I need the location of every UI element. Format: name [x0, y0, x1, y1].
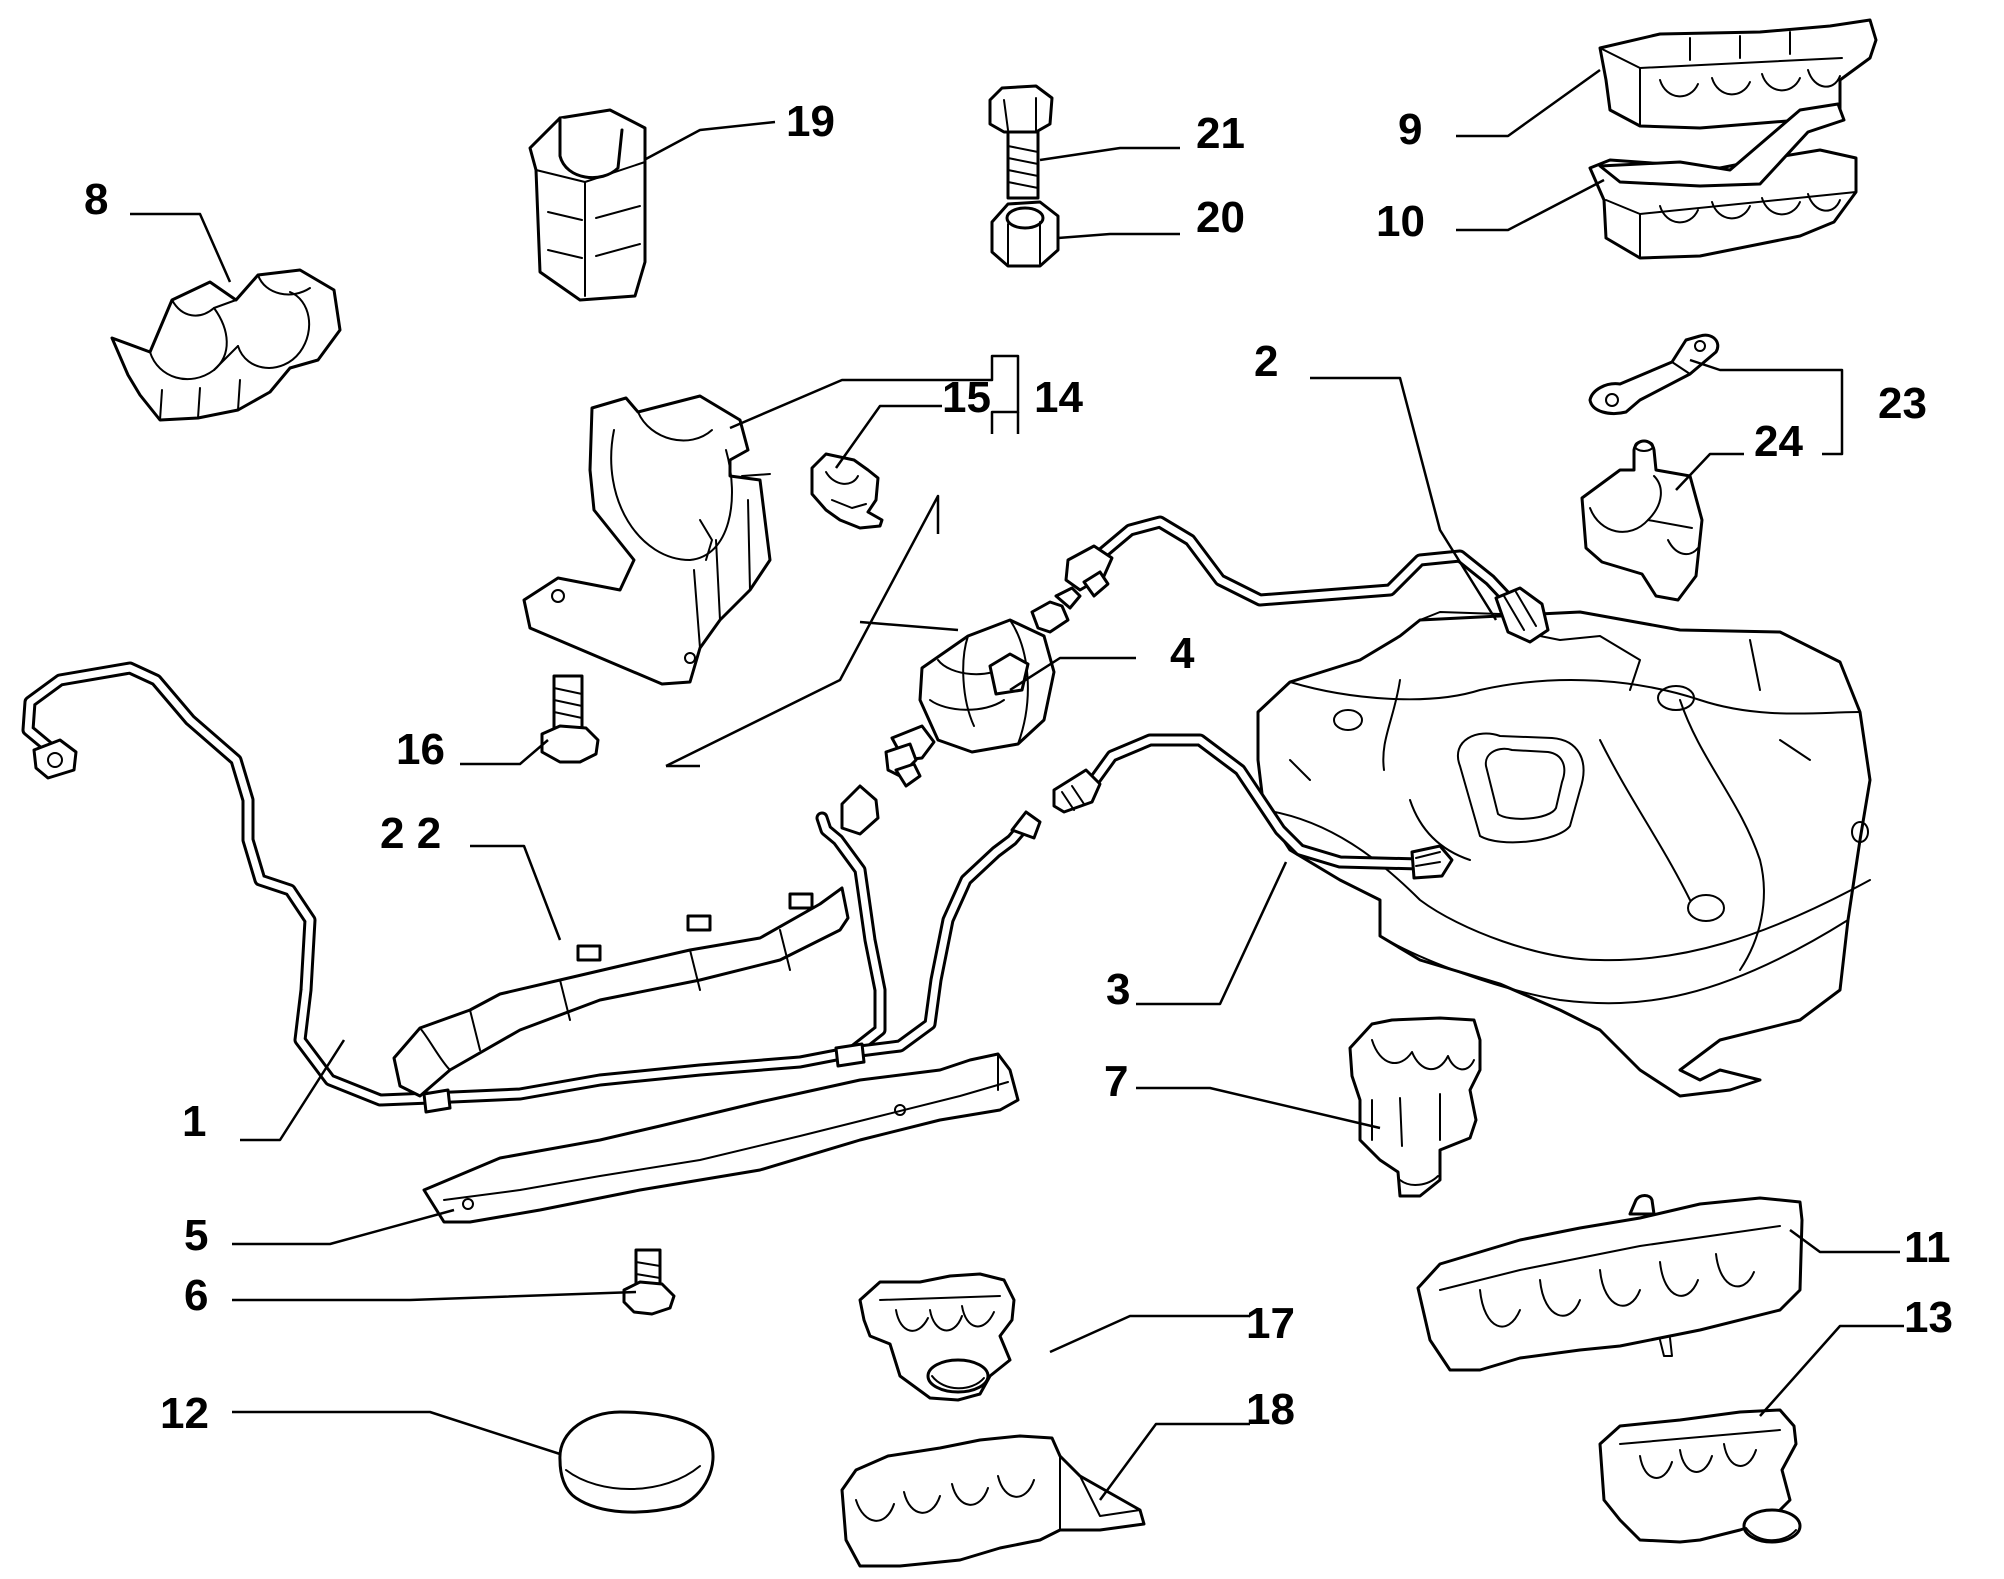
callout-22: 2 2 [380, 809, 441, 858]
part-20-nut [990, 200, 1060, 268]
callout-4: 4 [1170, 629, 1195, 678]
callout-5: 5 [184, 1211, 208, 1260]
part-7-pipe-holder [1348, 1016, 1482, 1198]
part-21-bolt [988, 84, 1054, 200]
part-22-heat-shield [392, 886, 850, 1098]
part-5-lower-shield [422, 1052, 1020, 1224]
callout-labels: 1 2 3 4 5 6 7 8 9 10 11 12 13 14 15 16 1… [84, 97, 1953, 1438]
part-4-fuel-filter [884, 586, 1082, 788]
callout-23: 23 [1878, 379, 1927, 428]
callout-20: 20 [1196, 193, 1245, 242]
part-12-plug [558, 1410, 715, 1514]
part-6-screw [622, 1248, 676, 1316]
callout-11: 11 [1904, 1223, 1951, 1272]
callout-24: 24 [1754, 417, 1803, 466]
part-1-main-pipe [21, 661, 1042, 1114]
callout-2: 2 [1254, 337, 1278, 386]
callout-12: 12 [160, 1389, 209, 1438]
callout-19: 19 [786, 97, 835, 146]
callout-3: 3 [1106, 965, 1130, 1014]
part-23-pipe-strap [1588, 333, 1720, 415]
part-16-screw [540, 674, 600, 764]
callout-8: 8 [84, 175, 108, 224]
part-17-clip-knob [858, 1272, 1016, 1402]
callout-15: 15 [942, 373, 991, 422]
part-13-small-multi-clip [1598, 1408, 1802, 1544]
callout-7: 7 [1104, 1057, 1128, 1106]
part-15-small-clip [810, 452, 884, 530]
callout-16: 16 [396, 725, 445, 774]
callout-9: 9 [1398, 105, 1422, 154]
callout-1: 1 [182, 1097, 206, 1146]
part-8-twin-clip [110, 268, 342, 422]
part-10-multi-clip-bar [1588, 102, 1858, 260]
part-9-multi-clip [1598, 18, 1878, 130]
callout-21: 21 [1196, 109, 1245, 158]
leader-lines [130, 68, 1904, 1501]
part-2-fuel-pipe [1064, 515, 1550, 644]
callout-13: 13 [1904, 1293, 1953, 1342]
callout-6: 6 [184, 1271, 208, 1320]
callout-18: 18 [1246, 1385, 1295, 1434]
callout-17: 17 [1246, 1299, 1295, 1348]
part-11-large-multi-clip [1416, 1194, 1804, 1372]
callout-14: 14 [1034, 373, 1083, 422]
callout-10: 10 [1376, 197, 1425, 246]
part-19-bracket [528, 108, 647, 302]
part-18-clip-tab [840, 1434, 1146, 1568]
part-3-return-pipe [1052, 733, 1454, 880]
fuel-tank [1256, 610, 1872, 1098]
part-24-pipe-clip [1580, 439, 1704, 602]
part-14-filter-bracket [522, 394, 772, 686]
